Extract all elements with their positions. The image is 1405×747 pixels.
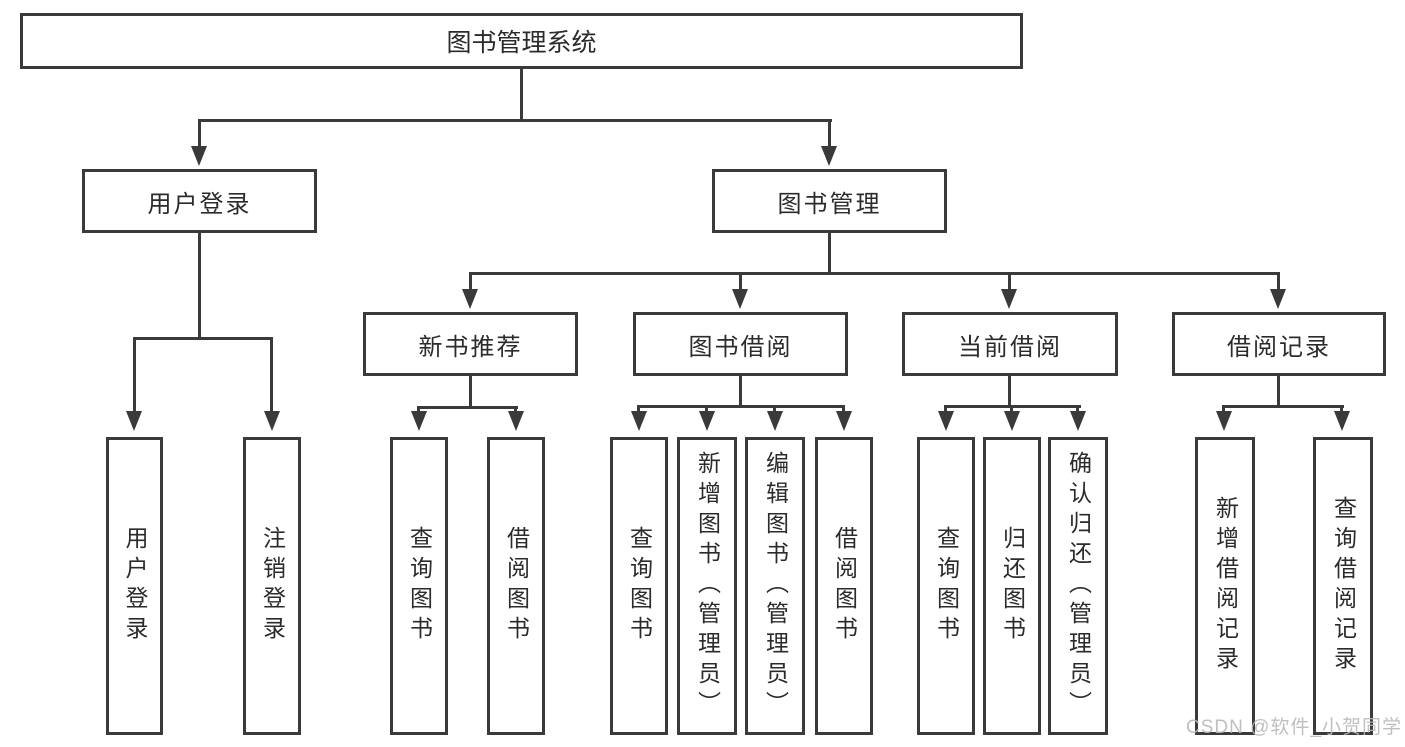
node-book-management: 图书管理 — [712, 169, 947, 233]
leaf-label: 查询图书 — [933, 526, 960, 646]
connector-line — [1076, 405, 1079, 414]
connector-line — [1010, 405, 1013, 414]
leaf-label: 新增借阅记录 — [1212, 496, 1239, 676]
arrow-down-icon — [938, 411, 954, 431]
connector-line — [417, 406, 518, 409]
leaf-label: 借阅图书 — [503, 526, 530, 646]
node-new-book-recommend: 新书推荐 — [363, 312, 578, 376]
node-current-borrow: 当前借阅 — [902, 312, 1118, 376]
connector-line — [1222, 405, 1344, 408]
tree-leaf-node: 新增借阅记录 — [1195, 437, 1255, 735]
arrow-down-icon — [462, 289, 478, 309]
tree-leaf-node: 借阅图书 — [815, 437, 873, 735]
leaf-label: 查询借阅记录 — [1330, 496, 1357, 676]
tree-leaf-node: 查询图书 — [610, 437, 668, 735]
csdn-watermark: CSDN @软件_小贺同学 — [1186, 717, 1402, 738]
connector-line — [520, 69, 523, 119]
arrow-down-icon — [732, 289, 748, 309]
arrow-down-icon — [1070, 411, 1086, 431]
connector-line — [739, 272, 742, 291]
node-root-label: 图书管理系统 — [446, 29, 597, 57]
node-user-login: 用户登录 — [82, 169, 317, 233]
connector-line — [198, 119, 201, 149]
arrow-down-icon — [1001, 289, 1017, 309]
connector-line — [1222, 405, 1225, 414]
connector-line — [133, 337, 273, 340]
arrow-down-icon — [1216, 411, 1232, 431]
connector-line — [270, 337, 273, 414]
connector-line — [739, 376, 742, 405]
connector-line — [773, 405, 776, 414]
leaf-label: 确认归还（管理员） — [1065, 451, 1092, 721]
connector-line — [1277, 376, 1280, 405]
arrow-down-icon — [126, 411, 142, 431]
arrow-down-icon — [264, 411, 280, 431]
arrow-down-icon — [1270, 289, 1286, 309]
node-book-borrow-label: 图书借阅 — [688, 333, 793, 361]
tree-leaf-node: 新增图书（管理员） — [677, 437, 737, 735]
tree-leaf-node: 归还图书 — [983, 437, 1041, 735]
leaf-label: 借阅图书 — [831, 526, 858, 646]
arrow-down-icon — [631, 411, 647, 431]
leaf-label: 归还图书 — [999, 526, 1026, 646]
connector-line — [133, 337, 136, 414]
arrow-down-icon — [767, 411, 783, 431]
connector-line — [828, 119, 831, 149]
arrow-down-icon — [1334, 411, 1350, 431]
arrow-down-icon — [191, 146, 207, 166]
leaf-label: 注销登录 — [259, 526, 286, 646]
connector-line — [514, 406, 517, 414]
leaf-label: 新增图书（管理员） — [694, 451, 721, 721]
connector-line — [1277, 272, 1280, 291]
arrow-down-icon — [508, 411, 524, 431]
leaf-label: 用户登录 — [122, 526, 148, 646]
tree-leaf-node: 查询借阅记录 — [1313, 437, 1373, 735]
leaf-label: 查询图书 — [626, 526, 653, 646]
connector-line — [705, 405, 708, 414]
node-book-management-label: 图书管理 — [777, 190, 882, 218]
connector-line — [1008, 376, 1011, 405]
connector-line — [637, 405, 640, 414]
tree-leaf-node: 用户登录 — [106, 437, 163, 735]
arrow-down-icon — [1004, 411, 1020, 431]
node-borrow-records-label: 借阅记录 — [1227, 333, 1331, 361]
connector-line — [1340, 405, 1343, 414]
arrow-down-icon — [836, 411, 852, 431]
arrow-down-icon — [821, 146, 837, 166]
node-borrow-records: 借阅记录 — [1172, 312, 1386, 376]
tree-leaf-node: 查询图书 — [917, 437, 975, 735]
arrow-down-icon — [411, 411, 427, 431]
connector-line — [469, 272, 472, 291]
connector-line — [637, 405, 845, 408]
leaf-label: 编辑图书（管理员） — [762, 451, 789, 721]
node-user-login-label: 用户登录 — [147, 190, 252, 218]
node-current-borrow-label: 当前借阅 — [958, 333, 1062, 361]
connector-line — [1008, 272, 1011, 291]
connector-line — [198, 119, 832, 122]
connector-line — [842, 405, 845, 414]
leaf-label: 查询图书 — [406, 526, 433, 646]
connector-line — [944, 405, 947, 414]
connector-line — [469, 272, 1280, 275]
connector-line — [417, 406, 420, 414]
tree-leaf-node: 查询图书 — [390, 437, 448, 735]
arrow-down-icon — [699, 411, 715, 431]
tree-leaf-node: 借阅图书 — [487, 437, 545, 735]
tree-leaf-node: 确认归还（管理员） — [1048, 437, 1108, 735]
tree-leaf-node: 注销登录 — [243, 437, 301, 735]
connector-line — [469, 376, 472, 406]
connector-line — [828, 233, 831, 272]
node-book-borrow: 图书借阅 — [633, 312, 848, 376]
tree-leaf-node: 编辑图书（管理员） — [745, 437, 805, 735]
node-root: 图书管理系统 — [20, 13, 1023, 69]
connector-line — [198, 233, 201, 337]
node-new-book-recommend-label: 新书推荐 — [418, 333, 523, 361]
